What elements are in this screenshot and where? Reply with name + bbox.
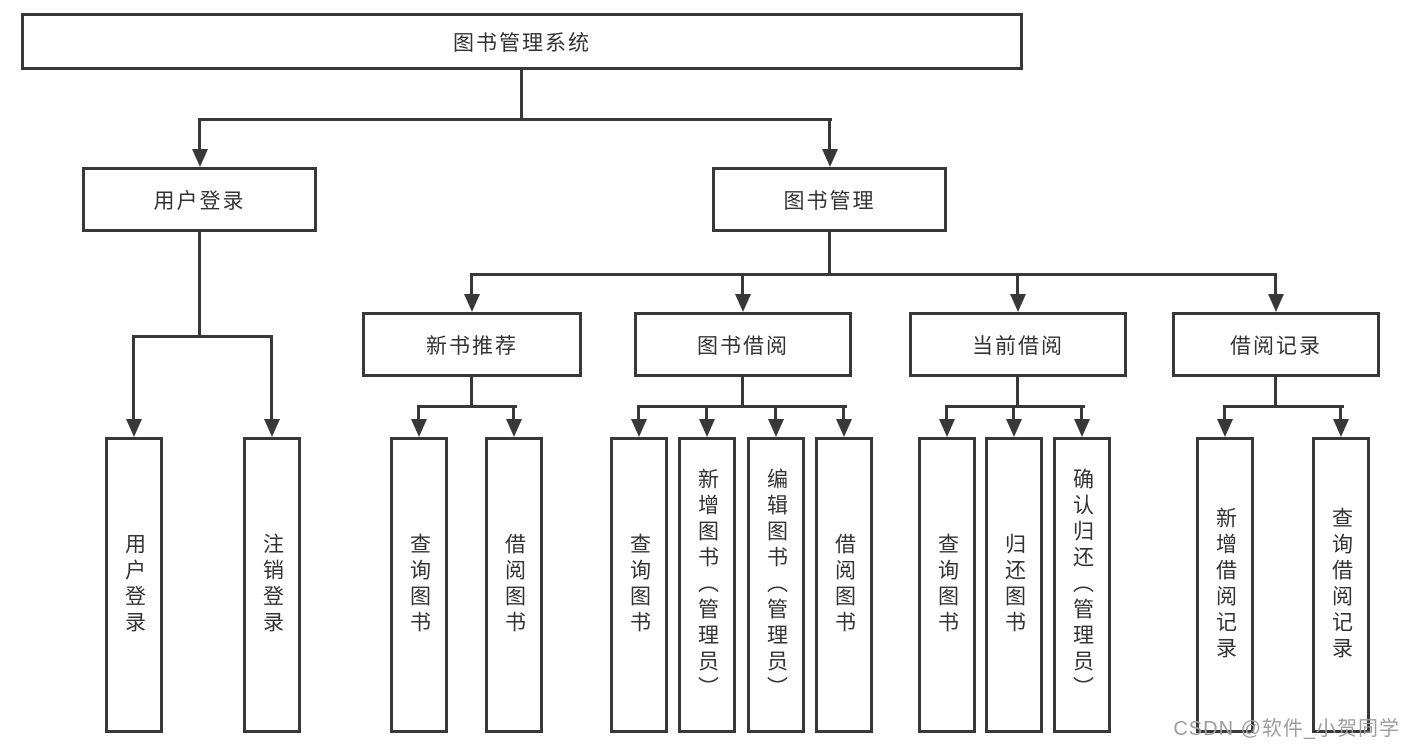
connector-line [1016, 377, 1019, 408]
arrow-down-icon [939, 419, 955, 437]
arrow-down-icon [1010, 294, 1026, 312]
leaf-query-books-recommend: 查询图书 [390, 437, 448, 733]
leaf-borrow-books-borrow: 借阅图书 [815, 437, 873, 733]
connector-line [1274, 377, 1277, 408]
connector-line [198, 232, 201, 338]
arrow-down-icon [631, 419, 647, 437]
connector-line [637, 405, 640, 422]
leaf-user-login-label: 用户登录 [122, 533, 146, 637]
node-book-management-label: 图书管理 [783, 189, 876, 213]
arrow-down-icon [264, 419, 280, 437]
leaf-query-books-current-label: 查询图书 [935, 533, 959, 637]
leaf-confirm-return-admin-label: 确认归还（管理员） [1070, 468, 1094, 702]
connector-line [198, 118, 201, 151]
leaf-query-borrow-record-label: 查询借阅记录 [1329, 507, 1353, 663]
connector-line [741, 377, 744, 408]
leaf-edit-book-admin: 编辑图书（管理员） [747, 437, 805, 733]
arrow-down-icon [126, 419, 142, 437]
arrow-down-icon [1268, 294, 1284, 312]
leaf-edit-book-admin-label: 编辑图书（管理员） [764, 468, 788, 702]
arrow-down-icon [464, 294, 480, 312]
connector-level2-rail [198, 118, 832, 121]
leaf-borrow-books-recommend: 借阅图书 [485, 437, 543, 733]
node-root: 图书管理系统 [21, 13, 1023, 70]
leaf-confirm-return-admin: 确认归还（管理员） [1053, 437, 1111, 733]
connector-line [828, 232, 831, 276]
arrow-down-icon [735, 294, 751, 312]
leaf-borrow-books-borrow-label: 借阅图书 [832, 533, 856, 637]
connector-line [1012, 405, 1015, 422]
arrow-down-icon [411, 419, 427, 437]
arrow-down-icon [192, 149, 208, 167]
connector-rail [1223, 405, 1344, 408]
leaf-query-books-borrow-label: 查询图书 [627, 533, 651, 637]
connector-root-drop [520, 70, 523, 120]
node-root-label: 图书管理系统 [453, 31, 591, 55]
node-book-borrow-label: 图书借阅 [697, 334, 789, 358]
connector-line [1016, 273, 1019, 297]
connector-line [774, 405, 777, 422]
leaf-logout-label: 注销登录 [260, 533, 284, 637]
connector-line [945, 405, 948, 422]
node-borrow-records: 借阅记录 [1172, 312, 1380, 377]
connector-line [1339, 405, 1342, 422]
arrow-down-icon [1074, 419, 1090, 437]
leaf-add-book-admin-label: 新增图书（管理员） [695, 468, 719, 702]
connector-line [512, 405, 515, 422]
node-book-borrow: 图书借阅 [634, 312, 852, 377]
watermark: CSDN @软件_小贺同学 [1173, 718, 1400, 740]
leaf-borrow-books-recommend-label: 借阅图书 [502, 533, 526, 637]
node-current-borrow: 当前借阅 [909, 312, 1127, 377]
arrow-down-icon [506, 419, 522, 437]
leaf-query-books-recommend-label: 查询图书 [407, 533, 431, 637]
connector-level3-rail [470, 273, 1277, 276]
leaf-add-book-admin: 新增图书（管理员） [678, 437, 736, 733]
leaf-add-borrow-record-label: 新增借阅记录 [1213, 507, 1237, 663]
connector-rail [945, 405, 1085, 408]
connector-line [1274, 273, 1277, 297]
node-user-login: 用户登录 [82, 167, 317, 232]
arrow-down-icon [699, 419, 715, 437]
leaf-query-borrow-record: 查询借阅记录 [1312, 437, 1370, 733]
connector-line [132, 335, 135, 421]
node-current-borrow-label: 当前借阅 [972, 334, 1064, 358]
arrow-down-icon [836, 419, 852, 437]
connector-line [1223, 405, 1226, 422]
connector-line [270, 335, 273, 421]
connector-rail [132, 335, 273, 338]
node-book-management: 图书管理 [712, 167, 947, 232]
arrow-down-icon [768, 419, 784, 437]
connector-line [1080, 405, 1083, 422]
arrow-down-icon [1217, 419, 1233, 437]
connector-line [842, 405, 845, 422]
node-new-book-recommend: 新书推荐 [362, 312, 582, 377]
leaf-logout: 注销登录 [243, 437, 301, 733]
connector-line [470, 377, 473, 408]
connector-line [828, 118, 831, 151]
arrow-down-icon [1006, 419, 1022, 437]
leaf-add-borrow-record: 新增借阅记录 [1196, 437, 1254, 733]
connector-rail [637, 405, 847, 408]
connector-line [470, 273, 473, 297]
connector-line [417, 405, 420, 422]
connector-rail [417, 405, 517, 408]
connector-line [741, 273, 744, 297]
node-borrow-records-label: 借阅记录 [1230, 334, 1322, 358]
leaf-return-book: 归还图书 [985, 437, 1043, 733]
leaf-return-book-label: 归还图书 [1002, 533, 1026, 637]
leaf-user-login: 用户登录 [105, 437, 163, 733]
node-new-book-recommend-label: 新书推荐 [426, 334, 518, 358]
leaf-query-books-borrow: 查询图书 [610, 437, 668, 733]
arrow-down-icon [822, 149, 838, 167]
connector-line [705, 405, 708, 422]
node-user-login-label: 用户登录 [153, 189, 246, 213]
arrow-down-icon [1333, 419, 1349, 437]
leaf-query-books-current: 查询图书 [918, 437, 976, 733]
